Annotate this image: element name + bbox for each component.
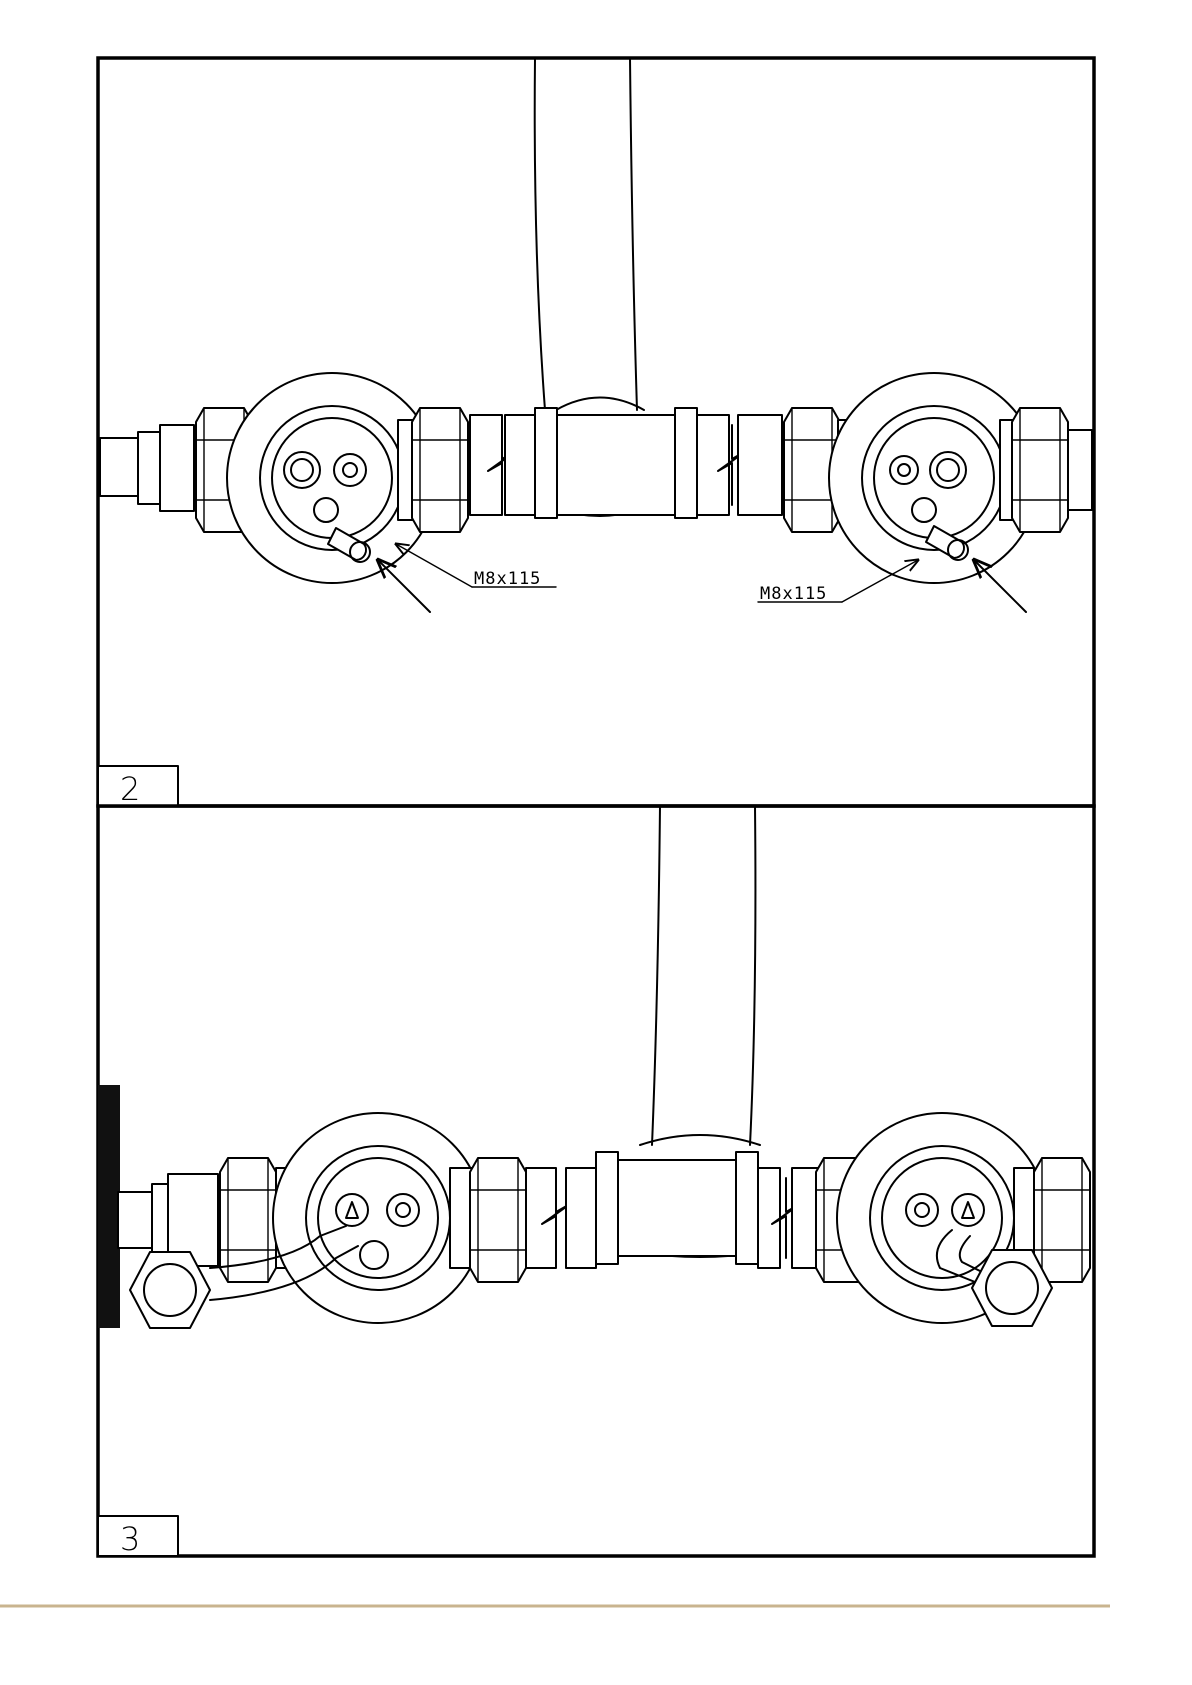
hex-nut-icon xyxy=(412,408,468,532)
panel-number: 2 xyxy=(120,770,140,808)
manifold-tee xyxy=(470,398,782,519)
screw-size-label: M8x115 xyxy=(474,569,541,589)
right-valve xyxy=(816,1113,1090,1326)
hex-nut-icon xyxy=(1012,408,1068,532)
panel-2: M8x115 M8x115 2 xyxy=(98,58,1094,808)
panel-number: 3 xyxy=(120,1520,140,1558)
screw-size-label: M8x115 xyxy=(760,584,827,604)
manifold-tee xyxy=(526,1135,822,1268)
panel-3: 3 xyxy=(98,806,1094,1558)
right-valve xyxy=(784,373,1092,583)
left-valve xyxy=(196,373,468,583)
arrow-icon xyxy=(378,560,430,612)
arrow-icon xyxy=(974,560,1026,612)
hex-nut-icon xyxy=(1034,1158,1090,1282)
pipe-icon xyxy=(535,58,637,410)
hex-nut-icon xyxy=(470,1158,526,1282)
inlet-fitting xyxy=(100,425,194,511)
pipe-icon xyxy=(652,806,755,1145)
